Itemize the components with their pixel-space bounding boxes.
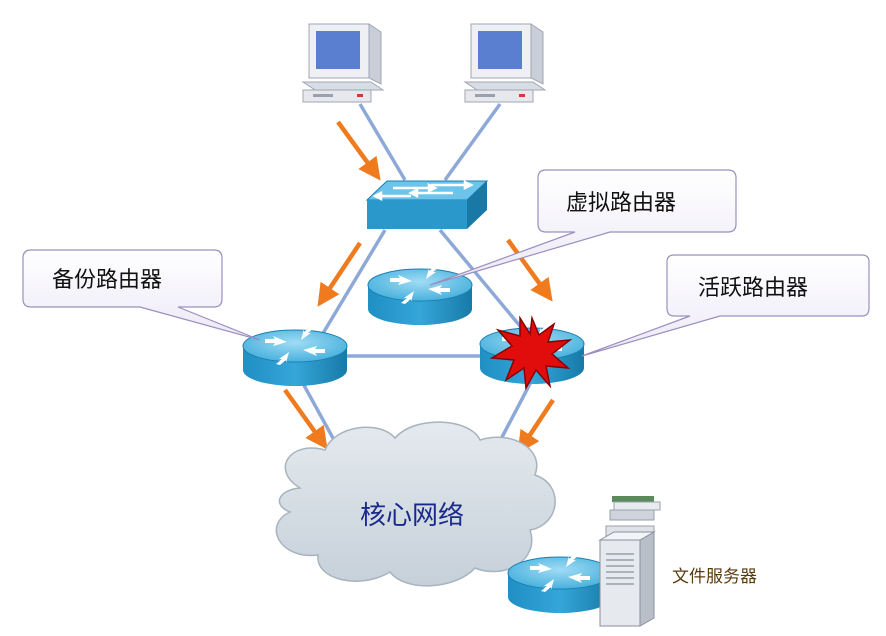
link-pc1-switch [358, 103, 407, 181]
failure-burst-icon [489, 315, 573, 391]
backup-router-label: 备份路由器 [52, 268, 162, 293]
desktop-computer-icon [464, 23, 546, 103]
traffic-arrows [283, 120, 555, 454]
arrow-switch-to-backup [317, 241, 362, 307]
active-router-callout: 活跃路由器 [581, 254, 870, 357]
core-network-cloud: 核心网络 [275, 421, 556, 587]
file-server-label: 文件服务器 [672, 567, 757, 587]
core-network-label: 核心网络 [360, 501, 464, 531]
file-server-icon [598, 496, 661, 627]
virtual-router-callout: 虚拟路由器 [429, 169, 737, 286]
network-links [298, 102, 534, 461]
arrow-pc-to-switch [336, 120, 381, 181]
active-router-label: 活跃路由器 [698, 276, 808, 301]
backup-router-callout: 备份路由器 [22, 249, 261, 341]
backup-router-icon [242, 326, 348, 387]
desktop-computer-icon [302, 23, 384, 103]
link-switch-backup-router [320, 229, 387, 336]
server-router-icon [507, 553, 613, 614]
virtual-router-label: 虚拟路由器 [566, 191, 676, 216]
link-pc2-switch [443, 102, 502, 182]
switch-icon [365, 179, 489, 229]
arrow-active-to-cloud [517, 398, 555, 454]
arrow-backup-to-cloud [283, 388, 328, 450]
arrow-switch-to-active [506, 238, 553, 302]
link-switch-active-router [438, 228, 527, 334]
